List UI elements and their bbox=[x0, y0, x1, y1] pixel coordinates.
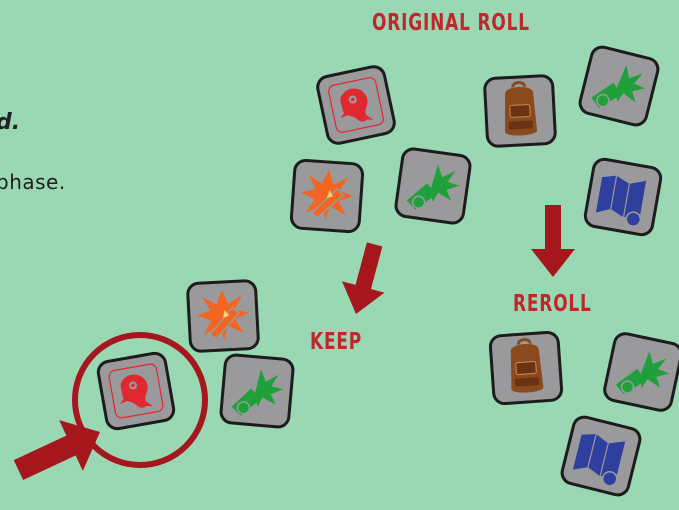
label-reroll: REROLL bbox=[513, 291, 592, 317]
die-kept-monster bbox=[95, 350, 177, 432]
die-kept-explosion bbox=[185, 278, 261, 354]
arrow-pointer bbox=[13, 420, 100, 481]
die-kept-cannon bbox=[218, 352, 296, 430]
label-original-roll: ORIGINAL ROLL bbox=[372, 10, 530, 36]
text-fragment-top: d. bbox=[0, 110, 21, 135]
die-original-map bbox=[582, 156, 664, 238]
die-original-monster bbox=[314, 63, 398, 147]
die-original-explosion bbox=[289, 158, 365, 234]
die-original-backpack bbox=[482, 73, 558, 149]
die-original-cannon-2 bbox=[576, 43, 662, 129]
die-reroll-cannon bbox=[601, 330, 679, 414]
highlight-circle bbox=[72, 332, 208, 468]
die-reroll-map bbox=[558, 413, 644, 499]
die-original-cannon bbox=[393, 146, 473, 226]
die-reroll-backpack bbox=[488, 330, 564, 406]
arrow-keep bbox=[334, 238, 396, 320]
arrow-reroll bbox=[531, 205, 575, 277]
label-keep: KEEP bbox=[310, 329, 363, 355]
text-fragment-phase: phase. bbox=[0, 170, 66, 194]
